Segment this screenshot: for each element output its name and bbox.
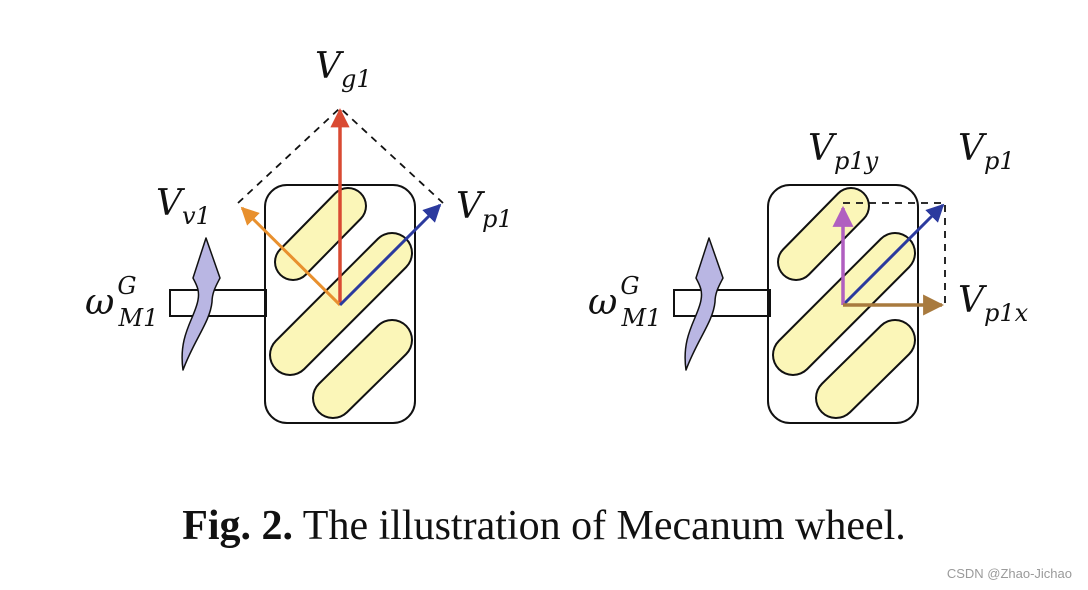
roller — [312, 319, 413, 419]
label-vp1-left: Vp1 — [456, 186, 513, 233]
figure-caption: Fig. 2. The illustration of Mecanum whee… — [0, 498, 1088, 554]
vp1-arrow-right — [841, 203, 945, 307]
label-vg1: Vg1 — [315, 46, 372, 93]
right-dashed-construction — [843, 202, 946, 305]
label-vp1-right: Vp1 — [958, 128, 1015, 175]
vv1-arrow — [240, 206, 342, 307]
caption-text: The illustration of Mecanum wheel. — [293, 503, 906, 549]
roller — [815, 319, 916, 419]
watermark: CSDN @Zhao-Jichao — [946, 566, 1072, 581]
left-rotation-arrow — [181, 237, 221, 371]
right-axle — [673, 289, 771, 317]
label-vv1: Vv1 — [156, 183, 211, 230]
vp1-arrow — [338, 203, 442, 307]
label-vp1x: Vp1x — [958, 280, 1029, 327]
left-axle — [169, 289, 267, 317]
caption-figure-number: Fig. 2. — [182, 503, 294, 549]
right-rotation-arrow — [684, 237, 724, 371]
label-vp1y: Vp1y — [808, 128, 879, 175]
